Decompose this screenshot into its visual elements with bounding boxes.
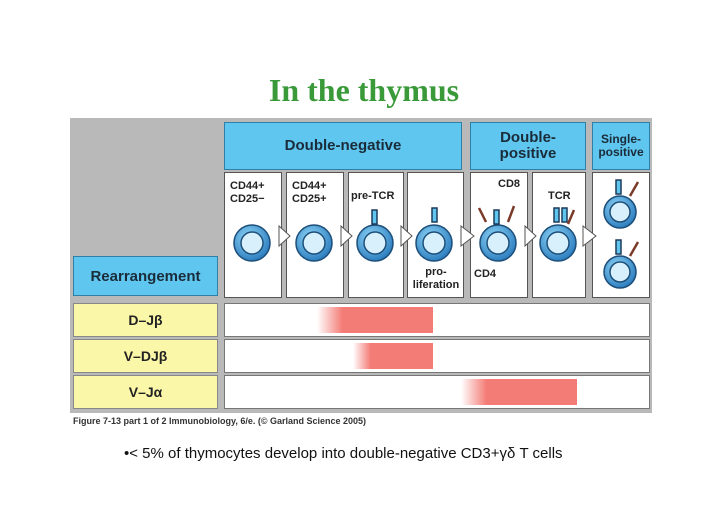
rearrangement-header: Rearrangement (73, 256, 218, 296)
figure-caption: Figure 7-13 part 1 of 2 Immunobiology, 6… (73, 416, 367, 426)
slide-title: In the thymus (268, 72, 460, 108)
stage-label-cd4: CD4 (474, 268, 497, 280)
rearrangement-bar-v-ja (461, 379, 577, 405)
gene-row-label-v-ja: V–Jα (73, 375, 218, 409)
bullet-note: •< 5% of thymocytes develop into double-… (124, 445, 563, 462)
rearrangement-header-label: Rearrangement (90, 267, 201, 285)
header-single-positive-label: Single- positive (598, 131, 644, 159)
header-double-positive-label: Double- positive (499, 128, 557, 162)
stage-label-tcr: TCR (548, 190, 571, 202)
gene-label-d-jb: D–Jβ (128, 312, 163, 328)
stage-label-cd44-cd25neg: CD44+ CD25− (230, 180, 265, 205)
stage-label-proliferation: pro- liferation (412, 266, 460, 291)
gene-track-v-djb (224, 339, 650, 373)
header-double-positive: Double- positive (470, 122, 586, 170)
header-double-negative: Double-negative (224, 122, 462, 170)
stage-label-pre-tcr: pre-TCR (351, 190, 395, 202)
gene-row-label-d-jb: D–Jβ (73, 303, 218, 337)
stage-panel-7 (592, 172, 650, 298)
rearrangement-bar-d-jb (317, 307, 433, 333)
gene-label-v-djb: V–DJβ (123, 348, 168, 364)
gene-row-label-v-djb: V–DJβ (73, 339, 218, 373)
header-single-positive: Single- positive (592, 122, 650, 170)
rearrangement-bar-v-djb (353, 343, 433, 369)
gene-track-v-ja (224, 375, 650, 409)
gene-label-v-ja: V–Jα (128, 384, 163, 400)
stage-label-cd8: CD8 (498, 178, 521, 190)
header-double-negative-label: Double-negative (284, 136, 402, 154)
stage-label-cd44-cd25pos: CD44+ CD25+ (292, 180, 327, 205)
gene-track-d-jb (224, 303, 650, 337)
